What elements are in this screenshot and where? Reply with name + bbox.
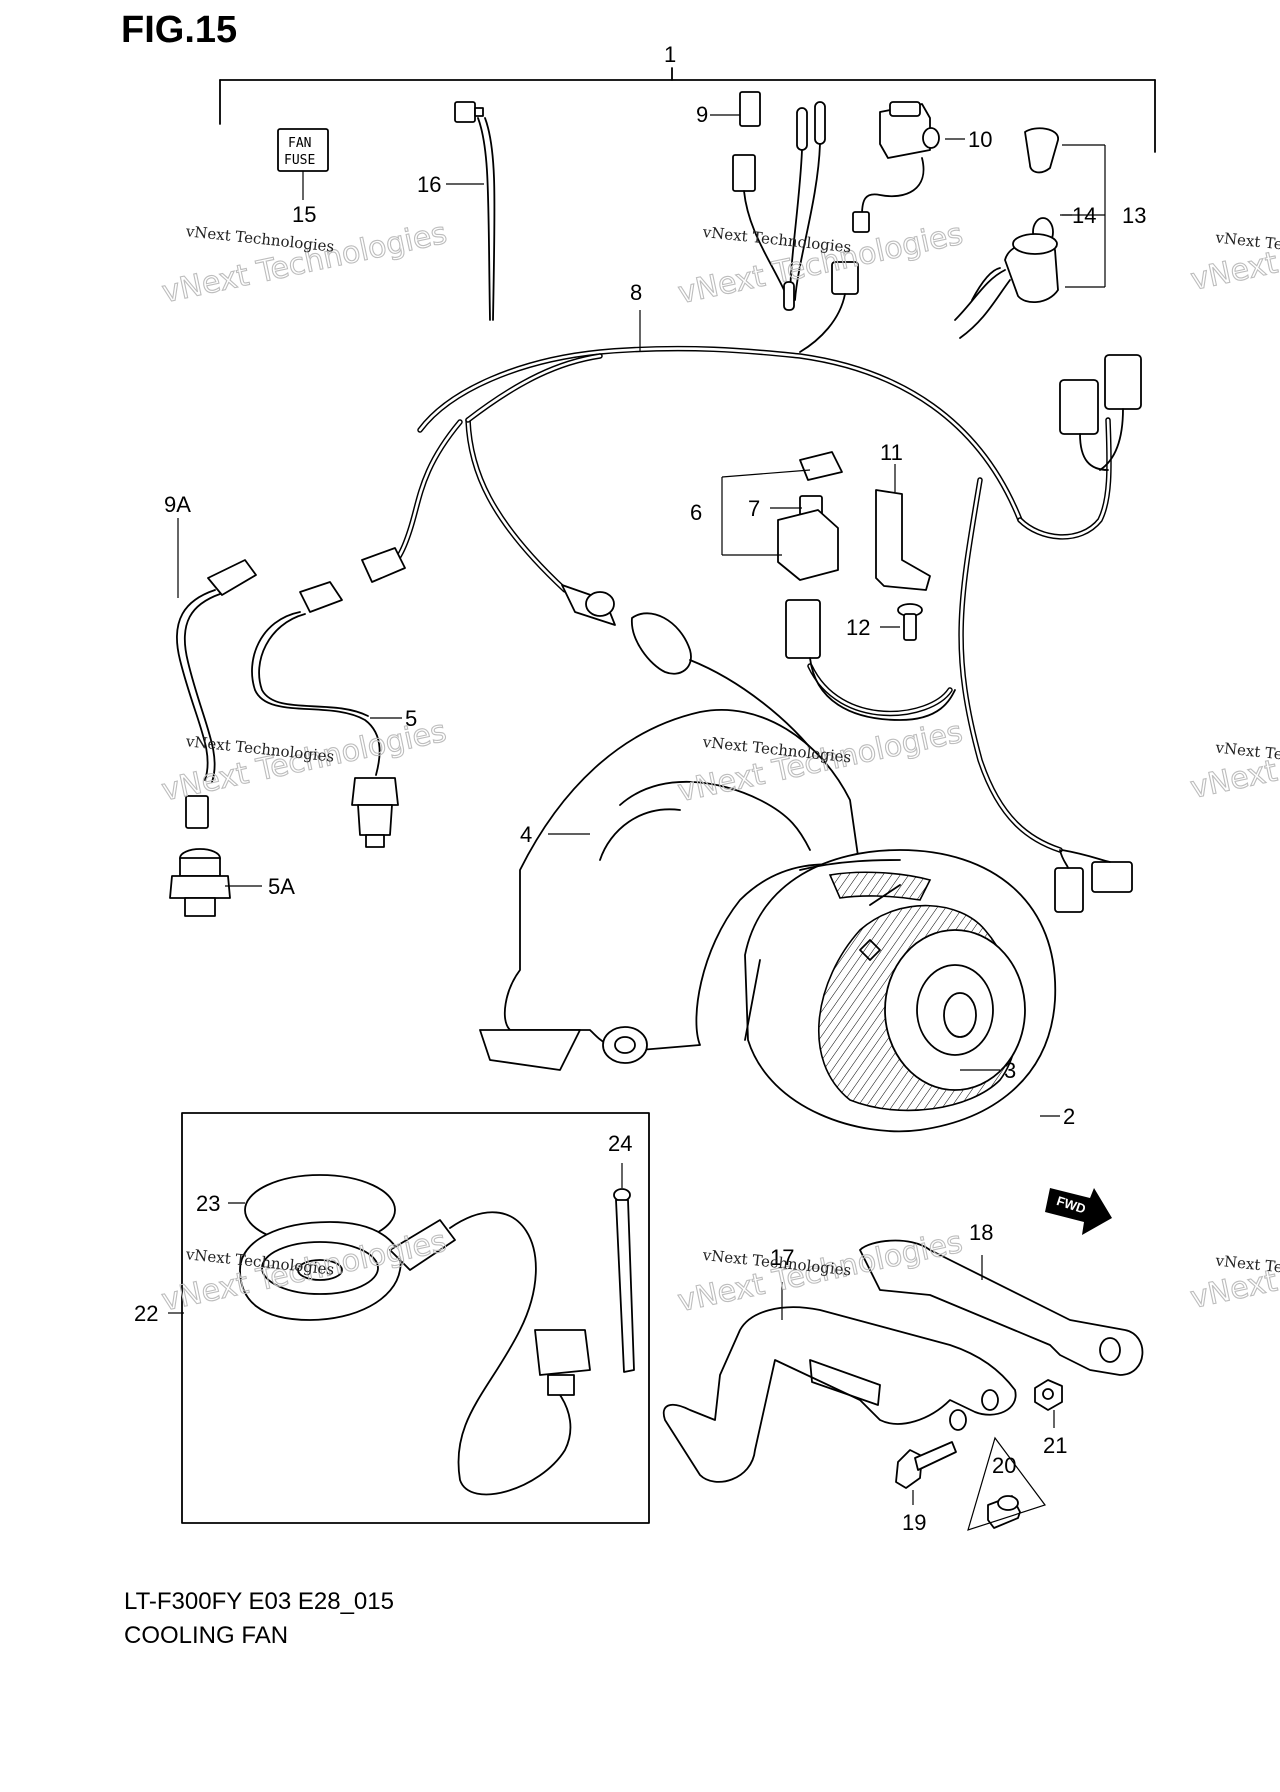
svg-text:FUSE: FUSE (284, 153, 315, 168)
collar-20 (967, 1436, 1046, 1531)
callout-17: 17 (770, 1245, 794, 1270)
callout-9: 9 (696, 102, 708, 127)
cable-tie-16 (446, 101, 496, 321)
connector-small (799, 261, 859, 353)
callout-3: 3 (1004, 1058, 1016, 1083)
callout-5: 5 (405, 706, 417, 731)
svg-text:FAN: FAN (288, 136, 311, 151)
assembly-bracket (219, 67, 1156, 153)
fuse-9 (710, 91, 785, 291)
svg-text:vNext Technologies: vNext Technologies (184, 222, 335, 256)
watermark-edge-2: vNext Technologies vNext Technologies (1187, 711, 1280, 807)
callout-20: 20 (992, 1453, 1016, 1478)
screw-12 (880, 603, 923, 641)
callout-19: 19 (902, 1510, 926, 1535)
callout-22: 22 (134, 1301, 158, 1326)
wire-terminals (783, 101, 826, 311)
watermark-3: vNext Technologies vNext Technologies (158, 713, 450, 809)
callout-1: 1 (664, 42, 676, 67)
forward-direction-arrow: FWD (1045, 1188, 1112, 1235)
callout-18: 18 (969, 1220, 993, 1245)
figure-title: FIG.15 (121, 9, 237, 51)
nut-21 (1034, 1379, 1063, 1428)
watermark-edge-1: vNext Technologies vNext Technologies (1187, 203, 1280, 299)
harness-connector-d (1059, 354, 1142, 471)
callout-8: 8 (630, 280, 642, 305)
callout-15: 15 (292, 202, 316, 227)
harness-connector-b (561, 584, 616, 626)
fan-housing-2 (744, 849, 1060, 1133)
fan-shroud-4 (479, 708, 861, 1071)
fan-sensor-22 (168, 1211, 591, 1496)
relay-10 (852, 101, 965, 233)
callout-5a: 5A (268, 874, 295, 899)
callout-10: 10 (968, 127, 992, 152)
callout-13: 13 (1122, 203, 1146, 228)
callout-9a: 9A (164, 492, 191, 517)
bracket-11 (875, 464, 931, 591)
watermark-2: vNext Technologies vNext Technologies (675, 216, 967, 312)
callout-21: 21 (1043, 1433, 1067, 1458)
callout-24: 24 (608, 1131, 632, 1156)
cable-tie-24 (613, 1163, 635, 1373)
callout-6: 6 (690, 500, 702, 525)
fan-fuse-label: FAN FUSE (277, 128, 329, 200)
plug-5a (169, 848, 262, 917)
svg-text:vNext Technologies: vNext Technologies (701, 223, 852, 257)
callout-12: 12 (846, 615, 870, 640)
relay-6 (777, 451, 956, 721)
relay-bracket-6 (721, 469, 811, 556)
figure-caption: COOLING FAN (124, 1622, 288, 1649)
harness-connector-a (361, 547, 406, 583)
watermark-1: vNext Technologies vNext Technologies (159, 215, 451, 311)
fan-bracket-18 (859, 1239, 1144, 1376)
callout-14: 14 (1072, 203, 1096, 228)
callout-2: 2 (1063, 1104, 1075, 1129)
callout-16: 16 (417, 172, 441, 197)
callout-23: 23 (196, 1191, 220, 1216)
watermark-edge-3: vNext Technologies vNext Technologies (1187, 1221, 1280, 1317)
callout-4: 4 (520, 822, 532, 847)
bracket-13 (1060, 144, 1106, 288)
bolt-19 (895, 1441, 957, 1505)
thermo-switch-5 (251, 581, 402, 848)
lamp-socket-13 (954, 127, 1059, 339)
callout-7: 7 (748, 496, 760, 521)
callout-11: 11 (880, 440, 903, 465)
fan-bracket-17 (662, 1282, 1017, 1483)
harness-connector-e (1054, 849, 1133, 913)
inset-box (181, 1112, 650, 1524)
sensor-lead-9a (176, 518, 257, 829)
wiring-harness-8 (382, 310, 1112, 853)
model-code: LT-F300FY E03 E28_015 (124, 1588, 394, 1615)
